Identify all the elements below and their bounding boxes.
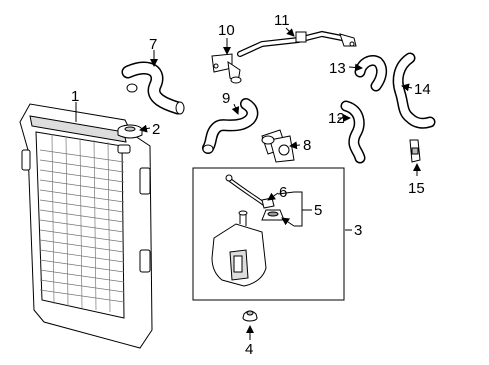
lower-hose-part — [202, 98, 259, 154]
callout-14: 14 — [414, 81, 431, 98]
callout-7: 7 — [149, 36, 157, 53]
callout-15: 15 — [408, 180, 425, 197]
callout-10: 10 — [218, 22, 235, 39]
callout-2: 2 — [152, 121, 160, 138]
callout-5: 5 — [314, 202, 322, 219]
leader-lines — [75, 27, 421, 340]
small-hose-part — [340, 100, 366, 164]
grommet-part — [242, 310, 258, 322]
callout-3: 3 — [354, 222, 362, 239]
callout-13: 13 — [329, 60, 346, 77]
callout-11: 11 — [274, 12, 290, 29]
radiator-cap-part — [117, 124, 143, 139]
callout-1: 1 — [71, 88, 79, 105]
callout-9: 9 — [222, 90, 230, 107]
water-pipe-part — [237, 30, 357, 57]
bracket-part — [409, 139, 421, 163]
upper-hose-part — [121, 61, 185, 115]
callout-8: 8 — [303, 137, 311, 154]
bypass-hose-part — [354, 55, 388, 92]
reservoir-group-box — [192, 167, 345, 301]
callout-6: 6 — [279, 184, 287, 201]
radiator-part — [19, 103, 153, 349]
heater-hose-part — [392, 52, 436, 129]
callout-labels: 1 2 3 4 5 6 7 8 9 10 11 12 13 14 15 — [71, 12, 431, 358]
callout-4: 4 — [245, 341, 253, 358]
thermostat-housing-part — [261, 129, 295, 163]
callout-12: 12 — [328, 110, 345, 127]
water-outlet-part — [211, 53, 242, 84]
